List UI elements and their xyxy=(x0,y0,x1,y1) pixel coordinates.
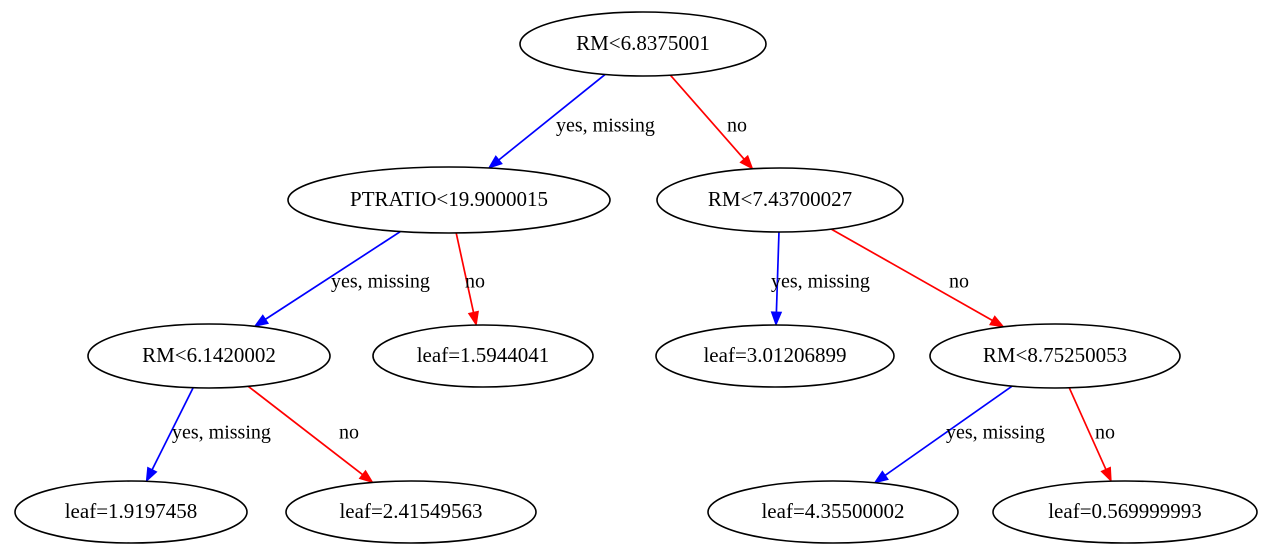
split-node-n1[interactable]: PTRATIO<19.9000015 xyxy=(287,166,611,234)
edge-label-n1-n3: yes, missing xyxy=(331,271,430,293)
edge-n3-n8-no xyxy=(247,385,364,476)
node-ellipse-n0 xyxy=(519,11,767,77)
edge-label-n6-n9: yes, missing xyxy=(946,422,1045,444)
split-node-n0[interactable]: RM<6.8375001 xyxy=(519,11,767,77)
edge-label-n2-n6: no xyxy=(949,271,969,293)
arrowhead-n0-n2 xyxy=(739,154,754,170)
edge-label-n2-n5: yes, missing xyxy=(771,271,870,293)
arrowhead-n1-n4 xyxy=(467,310,479,327)
leaf-node-n4[interactable]: leaf=1.5944041 xyxy=(372,324,594,388)
node-ellipse-n1 xyxy=(287,166,611,234)
node-ellipse-n9 xyxy=(707,480,959,544)
node-label-n9: leaf=4.35500002 xyxy=(761,499,904,523)
arrowhead-n6-n10 xyxy=(1100,466,1112,483)
edge-label-n0-n1: yes, missing xyxy=(556,115,655,137)
arrowhead-n3-n7 xyxy=(145,466,158,483)
node-label-n2: RM<7.43700027 xyxy=(708,187,852,211)
node-label-n8: leaf=2.41549563 xyxy=(339,499,482,523)
edge-label-n0-n2: no xyxy=(727,115,747,137)
arrowhead-n6-n9 xyxy=(873,470,889,484)
edge-n1-n4-no xyxy=(455,232,475,313)
node-ellipse-n8 xyxy=(285,480,537,544)
arrowhead-n3-n8 xyxy=(358,469,374,484)
node-label-n5: leaf=3.01206899 xyxy=(703,343,846,367)
edge-label-n3-n7: yes, missing xyxy=(172,422,271,444)
edge-labels-layer: yes, missing no yes, missing no yes, missing… xyxy=(172,115,1115,444)
split-node-n2[interactable]: RM<7.43700027 xyxy=(656,167,904,233)
leaf-node-n10[interactable]: leaf=0.569999993 xyxy=(992,480,1258,544)
node-ellipse-n7 xyxy=(14,480,248,544)
edge-n6-n10-no xyxy=(1068,387,1107,470)
edge-n1-n3-yes xyxy=(265,230,402,320)
split-node-n6[interactable]: RM<8.75250053 xyxy=(929,323,1181,389)
leaf-node-n7[interactable]: leaf=1.9197458 xyxy=(14,480,248,544)
node-ellipse-n2 xyxy=(656,167,904,233)
arrowhead-n0-n1 xyxy=(487,155,503,169)
leaf-node-n9[interactable]: leaf=4.35500002 xyxy=(707,480,959,544)
edge-n3-n7-yes xyxy=(151,387,194,471)
arrowhead-n1-n3 xyxy=(253,314,270,328)
edge-n2-n6-no xyxy=(830,228,993,322)
edge-n6-n9-yes xyxy=(884,385,1013,476)
arrowhead-n2-n5 xyxy=(770,311,783,327)
node-ellipse-n10 xyxy=(992,480,1258,544)
edge-label-n6-n10: no xyxy=(1095,422,1115,444)
node-label-n3: RM<6.1420002 xyxy=(142,343,276,367)
node-label-n7: leaf=1.9197458 xyxy=(65,499,198,523)
edge-n0-n1-yes xyxy=(498,73,606,161)
node-label-n6: RM<8.75250053 xyxy=(983,343,1127,367)
node-label-n1: PTRATIO<19.9000015 xyxy=(350,187,548,211)
node-label-n10: leaf=0.569999993 xyxy=(1048,499,1202,523)
edges-layer xyxy=(145,73,1112,484)
node-label-n0: RM<6.8375001 xyxy=(576,31,710,55)
node-ellipse-n4 xyxy=(372,324,594,388)
node-ellipse-n6 xyxy=(929,323,1181,389)
node-ellipse-n5 xyxy=(655,324,895,388)
node-ellipse-n3 xyxy=(87,323,331,389)
leaf-node-n5[interactable]: leaf=3.01206899 xyxy=(655,324,895,388)
split-node-n3[interactable]: RM<6.1420002 xyxy=(87,323,331,389)
edge-label-n3-n8: no xyxy=(339,422,359,444)
edge-n0-n2-no xyxy=(669,74,745,160)
edge-n2-n5-yes xyxy=(775,231,780,313)
arrowhead-n2-n6 xyxy=(989,315,1005,328)
node-label-n4: leaf=1.5944041 xyxy=(417,343,550,367)
leaf-node-n8[interactable]: leaf=2.41549563 xyxy=(285,480,537,544)
edge-label-n1-n4: no xyxy=(465,271,485,293)
